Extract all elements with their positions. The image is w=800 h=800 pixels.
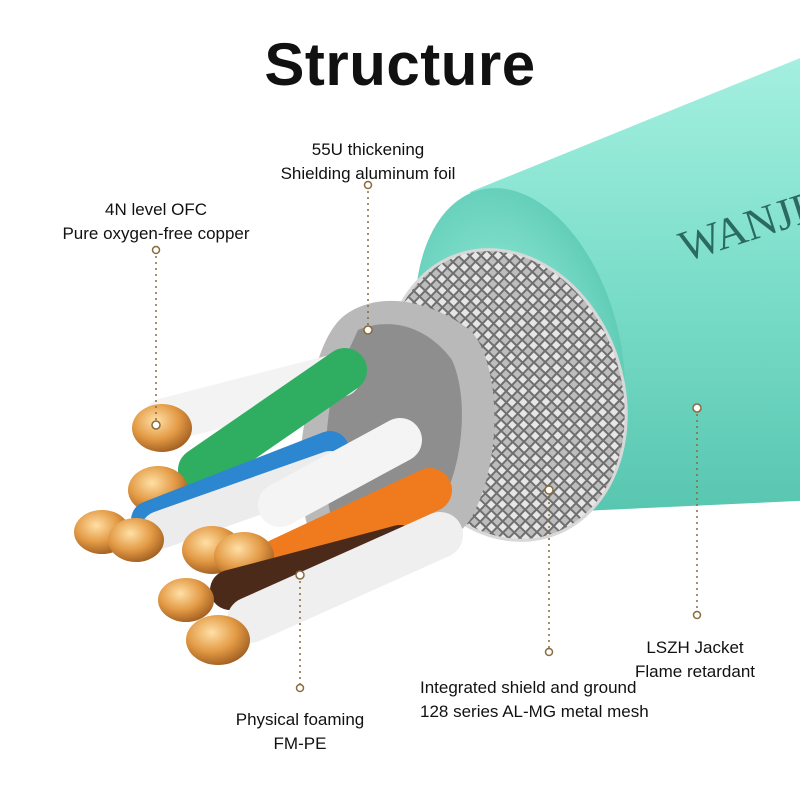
callout-foil-line1: 55U thickening: [311, 140, 425, 159]
callout-copper-line2: Pure oxygen-free copper: [62, 224, 250, 243]
callout-foil: 55U thickening Shielding aluminum foil: [250, 138, 486, 186]
callout-jacket: LSZH Jacket Flame retardant: [610, 636, 780, 684]
callout-jacket-line2: Flame retardant: [635, 662, 755, 681]
callout-copper-line1: 4N level OFC: [104, 200, 208, 219]
callout-mesh-line1: Integrated shield and ground: [420, 678, 637, 697]
callout-foil-line2: Shielding aluminum foil: [280, 164, 456, 183]
callout-foaming-line1: Physical foaming: [235, 710, 365, 729]
callout-foaming: Physical foaming FM-PE: [202, 708, 398, 756]
callout-mesh: Integrated shield and ground 128 series …: [420, 676, 670, 724]
callout-jacket-line1: LSZH Jacket: [646, 638, 744, 657]
leader-lines: [155, 185, 698, 688]
wire-white-bottom: [186, 512, 463, 665]
callout-foaming-line2: FM-PE: [273, 734, 327, 753]
callout-copper: 4N level OFC Pure oxygen-free copper: [38, 198, 274, 246]
callout-mesh-line2: 128 series AL-MG metal mesh: [420, 702, 649, 721]
page-title: Structure: [264, 31, 536, 98]
leader-dots: [151, 180, 702, 693]
